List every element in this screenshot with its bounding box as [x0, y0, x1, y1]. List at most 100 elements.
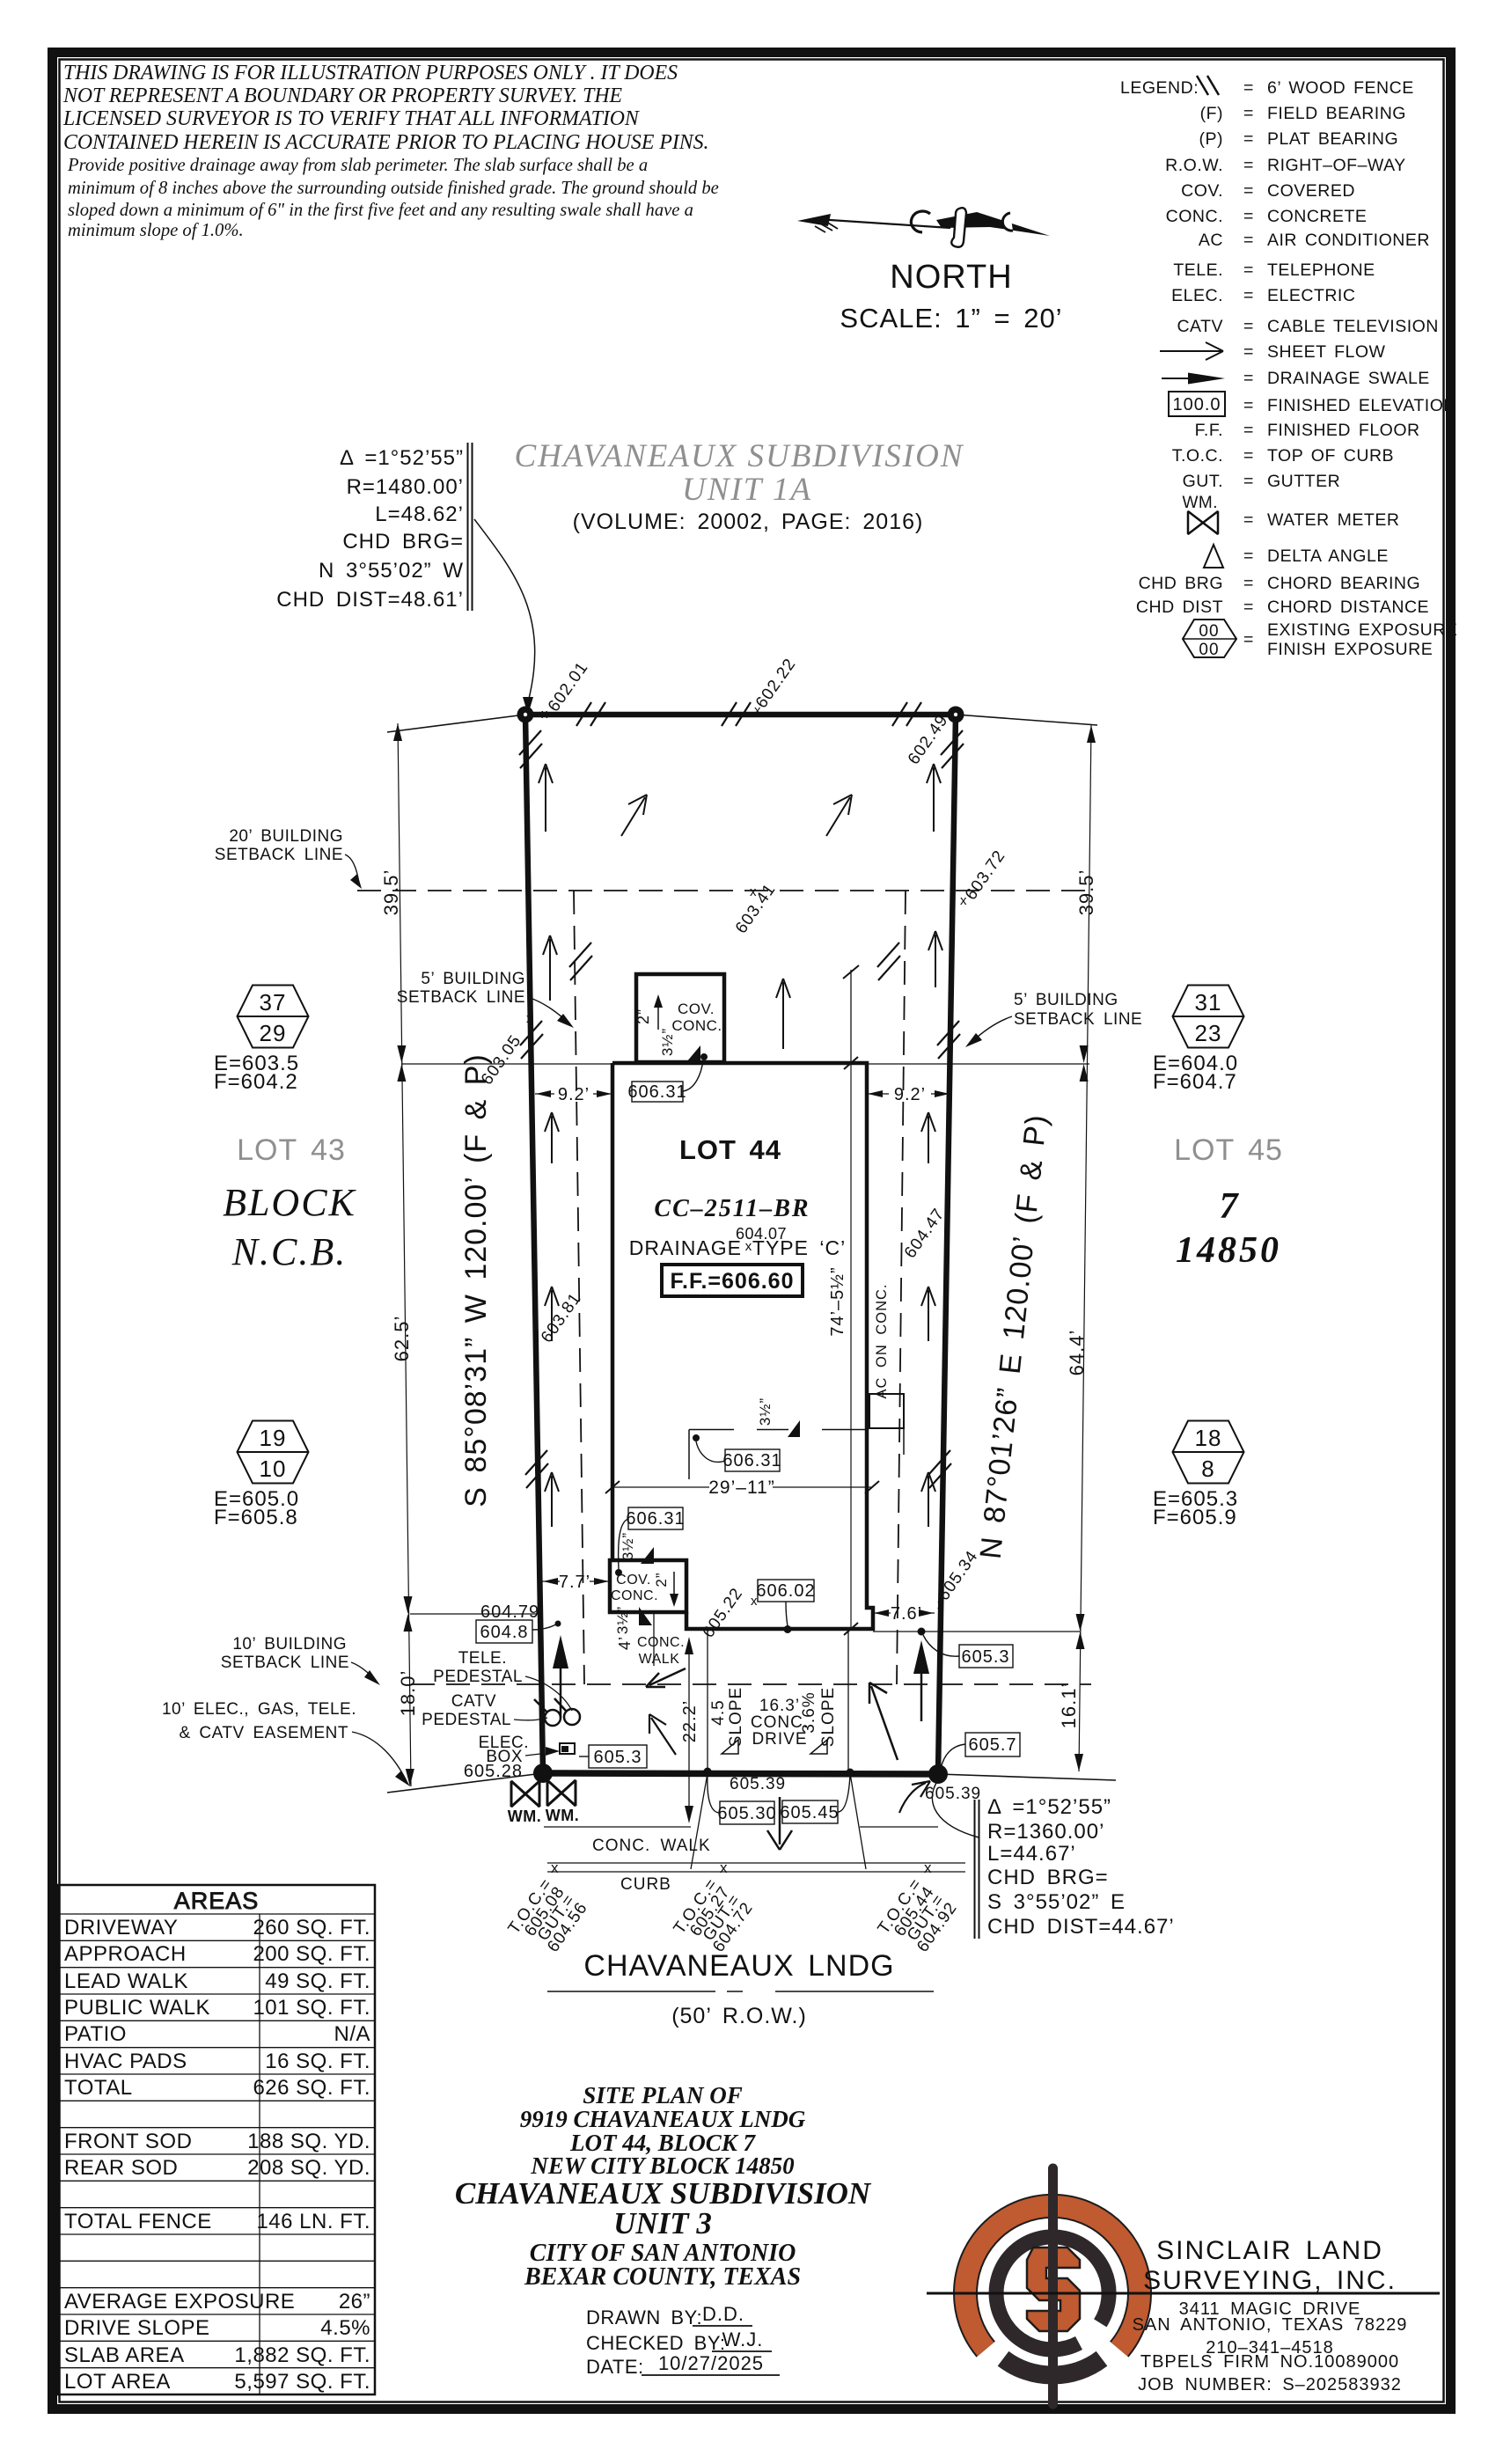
svg-text:LEGEND:: LEGEND: [1120, 78, 1199, 98]
svg-text:TOP OF CURB: TOP OF CURB [1267, 446, 1394, 466]
svg-text:CHORD BEARING: CHORD BEARING [1267, 574, 1420, 593]
svg-text:UNIT 3: UNIT 3 [613, 2206, 712, 2240]
svg-text:=: = [1243, 446, 1254, 466]
svg-text:=: = [1243, 317, 1254, 336]
svg-text:S 85°08’31” W 120.00’ (F &: S 85°08’31” W 120.00’ (F & P) [459, 1053, 493, 1507]
svg-text:=: = [1243, 181, 1254, 201]
svg-text:CONC.: CONC. [1166, 207, 1223, 226]
svg-text:PEDESTAL: PEDESTAL [433, 1668, 523, 1686]
svg-text:UNIT 1A: UNIT 1A [682, 472, 812, 508]
svg-text:COV.: COV. [1181, 181, 1223, 201]
svg-text:BEXAR COUNTY, TEXAS: BEXAR COUNTY, TEXAS [524, 2263, 801, 2291]
svg-text:N.C.B.: N.C.B. [231, 1230, 348, 1273]
svg-text:CHD BRG=: CHD BRG= [987, 1866, 1109, 1889]
svg-text:CONC.: CONC. [611, 1588, 658, 1603]
svg-text:TELE.: TELE. [1173, 260, 1223, 280]
svg-text:37: 37 [260, 989, 287, 1016]
svg-text:AC ON CONC.: AC ON CONC. [874, 1283, 890, 1398]
svg-text:605.39: 605.39 [925, 1785, 981, 1803]
svg-text:x: x [745, 1239, 753, 1254]
svg-text:E=605.3: E=605.3 [1153, 1487, 1238, 1511]
svg-text:TOTAL FENCE: TOTAL FENCE [64, 2210, 212, 2233]
svg-text:7: 7 [1220, 1186, 1240, 1227]
svg-text:GUT.: GUT. [1183, 472, 1223, 491]
svg-text:D.D.: D.D. [702, 2303, 744, 2325]
svg-text:F=605.9: F=605.9 [1153, 1506, 1237, 1529]
svg-text:ELECTRIC: ELECTRIC [1267, 286, 1355, 305]
svg-text:CONC.: CONC. [637, 1635, 685, 1650]
svg-text:CHD BRG: CHD BRG [1139, 574, 1223, 593]
svg-text:CONC.: CONC. [671, 1017, 722, 1034]
svg-text:SCALE: 1” = 20’: SCALE: 1” = 20’ [840, 303, 1062, 334]
svg-text:31: 31 [1195, 989, 1222, 1016]
svg-text:PEDESTAL: PEDESTAL [422, 1711, 511, 1729]
svg-text:E=605.0: E=605.0 [214, 1487, 299, 1511]
svg-text:00: 00 [1199, 622, 1219, 641]
svg-text:minimum of 8 inches above the: minimum of 8 inches above the surroundin… [68, 179, 719, 198]
svg-text:606.31: 606.31 [722, 1451, 781, 1470]
svg-text:64.4’: 64.4’ [1066, 1330, 1088, 1376]
svg-text:AREAS: AREAS [174, 1888, 260, 1914]
svg-text:26”: 26” [339, 2290, 370, 2314]
svg-text:CHAVANEAUX SUBDIVISION: CHAVANEAUX SUBDIVISION [514, 438, 964, 474]
svg-text:=: = [1243, 342, 1254, 362]
svg-text:AIR CONDITIONER: AIR CONDITIONER [1267, 231, 1430, 250]
svg-text:W.J.: W.J. [722, 2328, 764, 2350]
svg-text:EXISTING EXPOSURE: EXISTING EXPOSURE [1267, 620, 1457, 640]
svg-text:WM.: WM. [508, 1808, 541, 1825]
svg-text:CITY OF SAN ANTONIO: CITY OF SAN ANTONIO [530, 2240, 796, 2267]
svg-text:=: = [1243, 369, 1254, 388]
svg-text:146 LN. FT.: 146 LN. FT. [256, 2210, 370, 2233]
svg-text:605.45: 605.45 [780, 1803, 839, 1822]
svg-text:19: 19 [260, 1425, 287, 1451]
svg-text:LOT 43: LOT 43 [237, 1133, 346, 1167]
svg-text:39.5’: 39.5’ [1075, 869, 1097, 916]
svg-text:=: = [1243, 472, 1254, 491]
svg-text:SETBACK LINE: SETBACK LINE [221, 1654, 349, 1672]
svg-text:LOT 45: LOT 45 [1174, 1133, 1283, 1167]
svg-text:SLAB AREA: SLAB AREA [64, 2343, 185, 2367]
svg-text:208 SQ. YD.: 208 SQ. YD. [247, 2156, 370, 2180]
svg-text:604.8: 604.8 [480, 1623, 528, 1642]
svg-text:T.O.C.: T.O.C. [1172, 446, 1223, 466]
svg-text:606.02: 606.02 [756, 1581, 815, 1601]
svg-text:DATE:: DATE: [586, 2356, 644, 2378]
svg-text:1,882 SQ. FT.: 1,882 SQ. FT. [234, 2343, 370, 2367]
svg-text:TBPELS FIRM NO.10089000: TBPELS FIRM NO.10089000 [1140, 2352, 1399, 2372]
svg-text:(50’ R.O.W.): (50’ R.O.W.) [671, 2004, 807, 2028]
svg-text:SETBACK LINE: SETBACK LINE [1014, 1010, 1142, 1029]
svg-text:DELTA ANGLE: DELTA ANGLE [1267, 546, 1389, 566]
svg-text:L=44.67’: L=44.67’ [987, 1842, 1076, 1866]
svg-text:=: = [1243, 286, 1254, 305]
svg-text:R.O.W.: R.O.W. [1165, 156, 1223, 175]
svg-text:9.2’: 9.2’ [894, 1085, 926, 1104]
svg-text:62.5’: 62.5’ [391, 1316, 413, 1362]
svg-text:N/A: N/A [334, 2022, 370, 2046]
svg-text:605.7: 605.7 [968, 1735, 1016, 1755]
svg-text:23: 23 [1195, 1020, 1222, 1046]
svg-text:DRAWN BY:: DRAWN BY: [586, 2306, 702, 2328]
svg-text:CHAVANEAUX SUBDIVISION: CHAVANEAUX SUBDIVISION [455, 2176, 872, 2211]
svg-text:NEW CITY BLOCK 14850: NEW CITY BLOCK 14850 [530, 2152, 795, 2179]
svg-text:F=605.8: F=605.8 [214, 1506, 298, 1529]
svg-text:29: 29 [260, 1020, 287, 1046]
svg-text:COV.: COV. [678, 1001, 715, 1017]
svg-text:7.6’: 7.6’ [891, 1604, 922, 1624]
svg-text:6’ WOOD FENCE: 6’ WOOD FENCE [1267, 78, 1414, 98]
svg-text:3.6%: 3.6% [800, 1691, 818, 1733]
svg-text:N 3°55’02” W: N 3°55’02” W [319, 559, 464, 583]
svg-text:16.3’: 16.3’ [759, 1697, 800, 1715]
svg-text:BOX: BOX [486, 1748, 523, 1766]
svg-text:TOTAL: TOTAL [64, 2076, 133, 2100]
svg-text:SLOPE: SLOPE [819, 1687, 838, 1747]
svg-text:CONC. WALK: CONC. WALK [592, 1837, 711, 1855]
svg-text:00: 00 [1199, 641, 1219, 659]
svg-text:F.F.: F.F. [1195, 421, 1223, 440]
svg-text:=: = [1243, 630, 1254, 649]
svg-text:604.07: 604.07 [736, 1225, 787, 1243]
svg-text:100.0: 100.0 [1172, 395, 1221, 414]
svg-text:x: x [937, 1597, 945, 1612]
svg-text:DRIVE: DRIVE [752, 1730, 807, 1749]
svg-text:4’: 4’ [616, 1636, 634, 1650]
svg-text:R=1480.00’: R=1480.00’ [347, 475, 464, 499]
